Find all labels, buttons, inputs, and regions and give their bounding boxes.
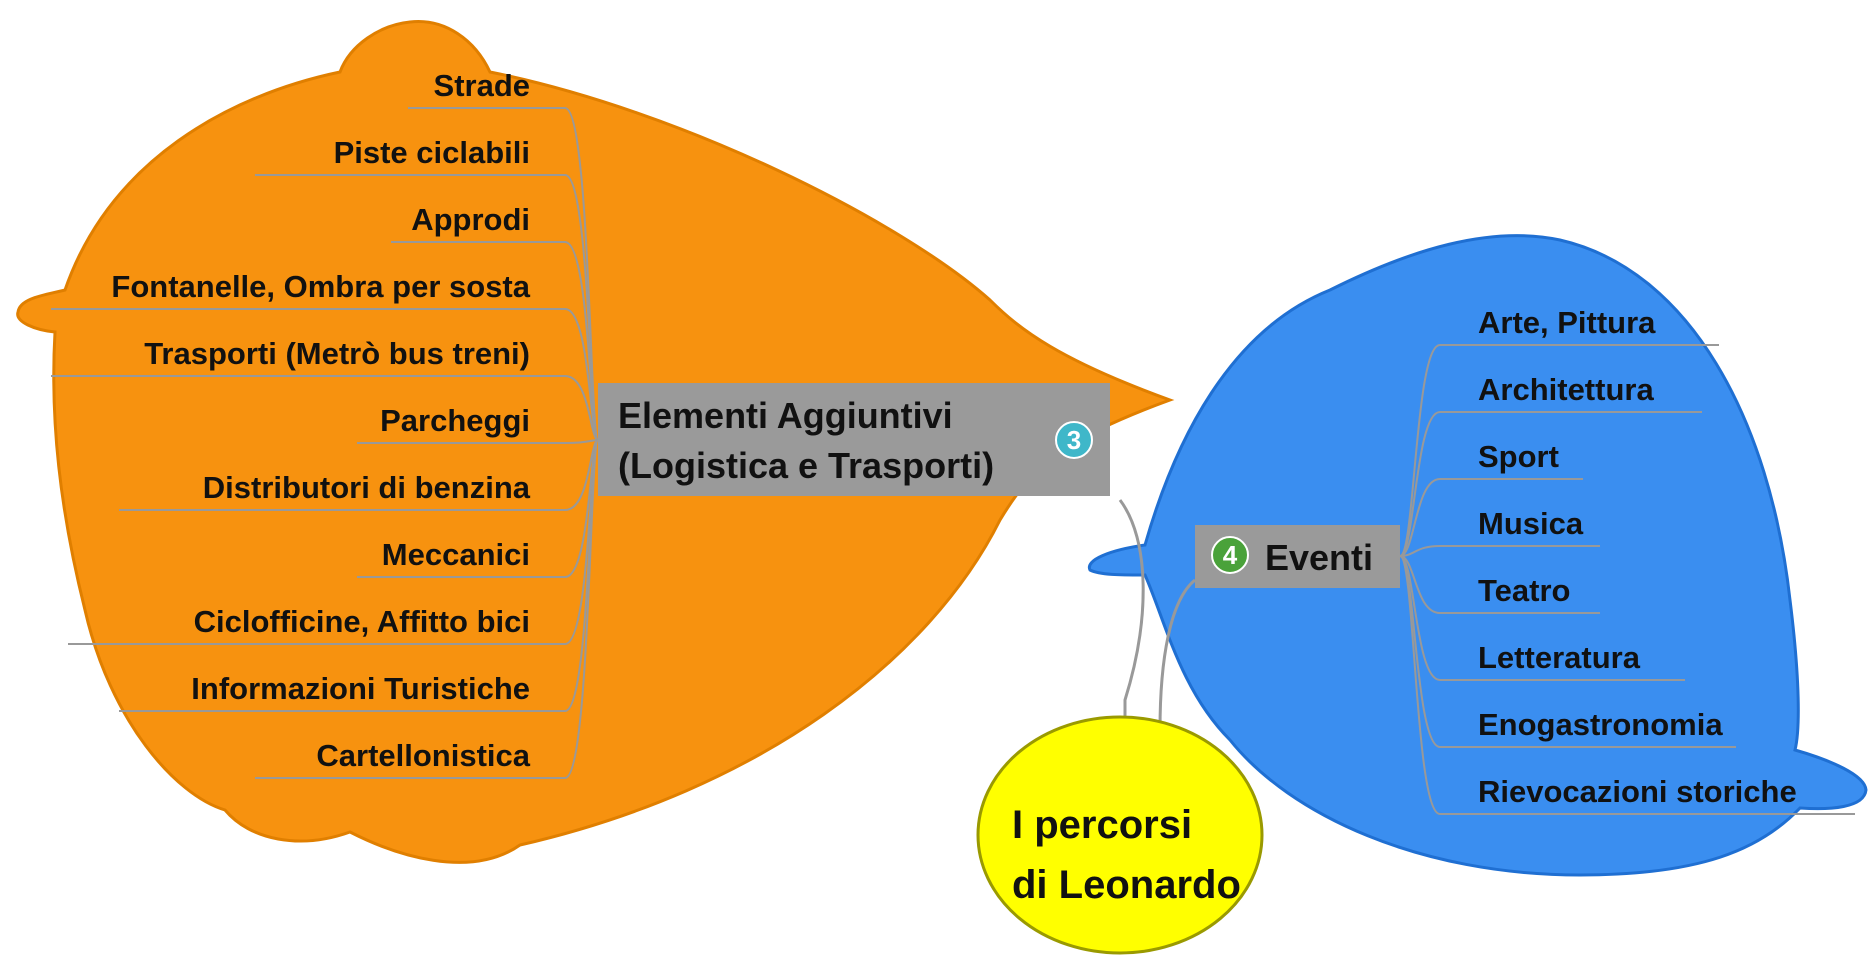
logistics-item-trasporti-metr-bus-treni[interactable]: Trasporti (Metrò bus treni) [144,336,530,371]
central-topic-line2: di Leonardo [1012,863,1241,907]
events-item-architettura[interactable]: Architettura [1478,372,1654,407]
logistics-item-cartellonistica[interactable]: Cartellonistica [316,738,530,773]
events-item-connector [1399,478,1583,557]
events-item-musica[interactable]: Musica [1478,506,1584,541]
events-item-sport[interactable]: Sport [1478,439,1559,474]
logistics-item-meccanici[interactable]: Meccanici [382,537,530,572]
logistics-hub-title-line1: Elementi Aggiuntivi [618,395,953,436]
events-items: Arte, PitturaArchitetturaSportMusicaTeat… [1399,305,1855,815]
logistics-item-distributori-di-benzina[interactable]: Distributori di benzina [203,470,531,505]
events-badge-icon [1211,536,1249,574]
logistics-item-parcheggi[interactable]: Parcheggi [380,403,530,438]
events-item-enogastronomia[interactable]: Enogastronomia [1478,707,1723,742]
events-badge-number: 4 [1223,540,1238,570]
logistics-hub-title-line2: (Logistica e Trasporti) [618,445,994,486]
logistics-item-approdi[interactable]: Approdi [411,202,530,237]
logistics-badge-icon [1055,421,1093,459]
logistics-item-fontanelle-ombra-per-sosta[interactable]: Fontanelle, Ombra per sosta [111,269,530,304]
events-boundary [1087,234,1868,877]
logistics-item-piste-ciclabili[interactable]: Piste ciclabili [334,135,530,170]
events-item-letteratura[interactable]: Letteratura [1478,640,1641,675]
events-item-teatro[interactable]: Teatro [1478,573,1570,608]
events-item-arte-pittura[interactable]: Arte, Pittura [1478,305,1656,340]
logistics-item-ciclofficine-affitto-bici[interactable]: Ciclofficine, Affitto bici [194,604,530,639]
logistics-badge-number: 3 [1067,425,1081,455]
logistics-item-connector [357,439,599,444]
logistics-item-connector [51,375,599,441]
logistics-boundary [16,20,1175,864]
events-item-rievocazioni-storiche[interactable]: Rievocazioni storiche [1478,774,1797,809]
logistics-item-connector [51,308,599,441]
events-to-center-connector [1158,578,1196,731]
logistics-item-informazioni-turistiche[interactable]: Informazioni Turistiche [191,671,530,706]
events-item-connector [1399,555,1855,815]
logistics-item-strade[interactable]: Strade [434,68,530,103]
logistics-to-center-connector [1118,499,1145,730]
central-topic-line1: I percorsi [1012,803,1192,847]
logistics-hub-box[interactable] [598,383,1110,496]
events-item-connector [1399,411,1702,557]
logistics-item-connector [255,439,599,779]
events-item-connector [1399,545,1600,557]
events-hub-title: Eventi [1265,537,1373,578]
events-item-connector [1399,344,1719,557]
central-topic-bubble[interactable] [976,715,1264,955]
events-item-connector [1399,555,1600,614]
